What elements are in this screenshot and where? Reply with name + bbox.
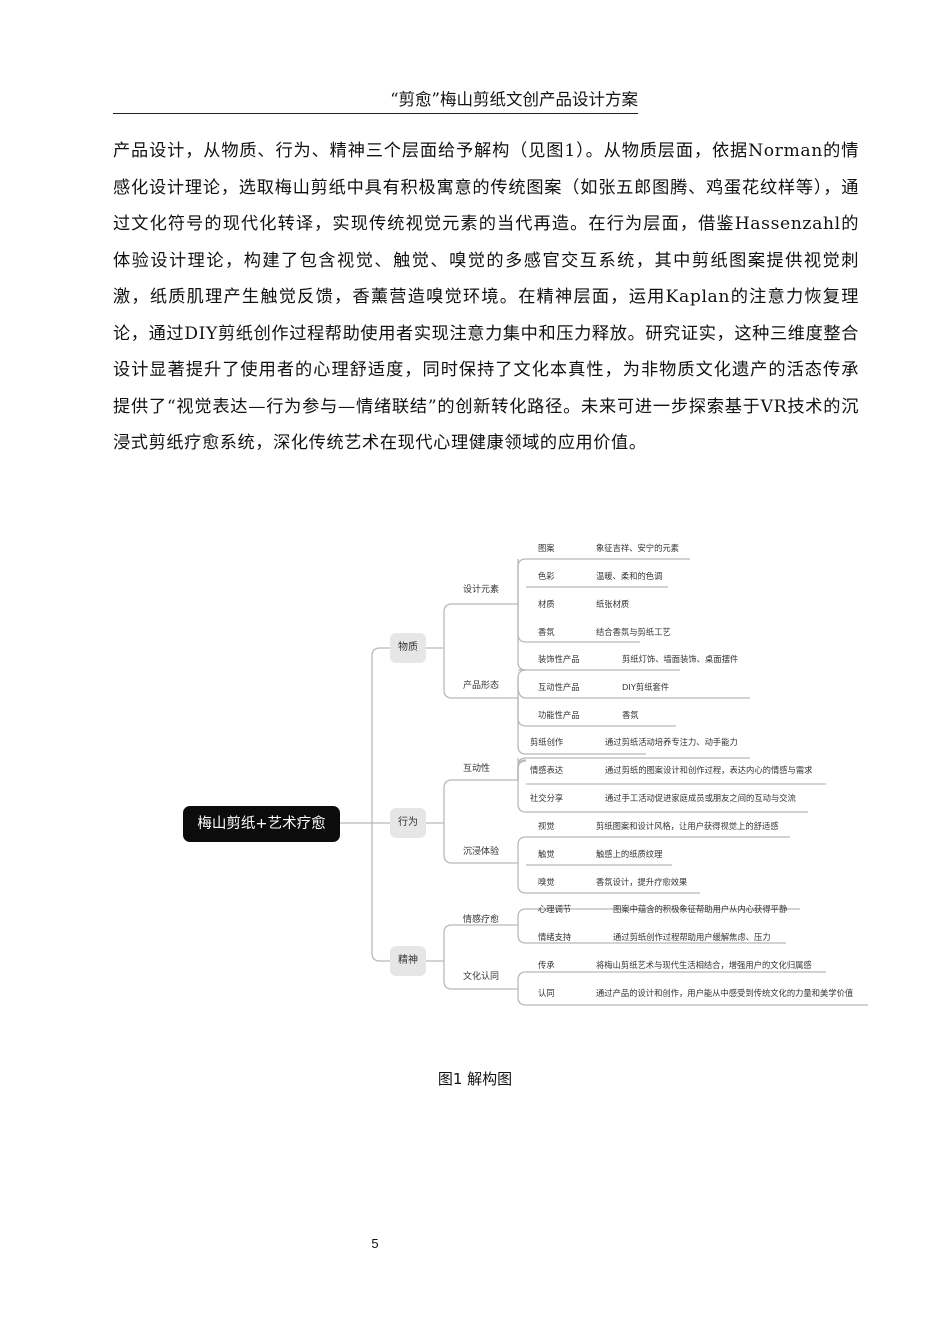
body-paragraph: 产品设计，从物质、行为、精神三个层面给予解构（见图1）。从物质层面，依据Norm…	[113, 141, 859, 453]
item-desc: 象征吉祥、安宁的元素	[596, 543, 679, 553]
item-name: 视觉	[538, 821, 555, 831]
item-desc: 通过剪纸活动培养专注力、动手能力	[605, 737, 738, 747]
item-desc: 通过手工活动促进家庭成员或朋友之间的互动与交流	[605, 793, 796, 803]
item-desc: 结合香氛与剪纸工艺	[596, 627, 671, 637]
body-paragraph-block: 产品设计，从物质、行为、精神三个层面给予解构（见图1）。从物质层面，依据Norm…	[113, 133, 859, 462]
group-immersive-experience: 沉浸体验	[463, 847, 500, 857]
branch-node-bg	[390, 946, 426, 976]
group-emotional-healing: 情感疗愈	[463, 915, 500, 925]
item-desc: 纸张材质	[596, 599, 630, 609]
branch-node-bg	[390, 633, 426, 663]
item-desc: 通过产品的设计和创作，用户能从中感受到传统文化的力量和美学价值	[596, 988, 854, 998]
branch-node-material: 物质	[398, 642, 418, 653]
item-name: 剪纸创作	[530, 737, 564, 747]
item-name: 色彩	[538, 571, 555, 581]
item-name: 嗅觉	[538, 877, 555, 887]
item-desc: DIY剪纸套件	[622, 682, 670, 692]
page-number: 5	[371, 1236, 379, 1251]
item-name: 触觉	[538, 849, 555, 859]
page-header: “剪愈”梅山剪纸文创产品设计方案	[113, 88, 638, 114]
figure-caption: 图1 解构图	[437, 1070, 513, 1088]
item-name: 认同	[538, 988, 555, 998]
item-name: 社交分享	[530, 793, 564, 803]
root-node-bg	[183, 806, 340, 842]
root-node: 梅山剪纸+艺术疗愈	[197, 816, 326, 832]
item-name: 情绪支持	[538, 932, 572, 942]
item-name: 图案	[538, 543, 555, 553]
item-desc: 温暖、柔和的色调	[596, 571, 663, 581]
item-desc: 通过剪纸创作过程帮助用户缓解焦虑、压力	[613, 932, 771, 942]
group-cultural-identity: 文化认同	[463, 972, 500, 982]
group-product-form: 产品形态	[463, 681, 500, 691]
item-name: 材质	[538, 599, 555, 609]
item-desc: 将梅山剪纸艺术与现代生活相结合，增强用户的文化归属感	[596, 960, 812, 970]
item-desc: 剪纸图案和设计风格，让用户获得视觉上的舒适感	[596, 821, 779, 831]
item-name: 互动性产品	[538, 682, 580, 692]
item-desc: 触感上的纸质纹理	[596, 849, 663, 859]
item-desc: 图案中蕴含的积极象征帮助用户从内心获得平静	[613, 904, 788, 914]
item-name: 心理调节	[538, 904, 572, 914]
item-name: 情感表达	[530, 765, 564, 775]
branch-node-spirit: 精神	[398, 955, 418, 966]
item-desc: 香氛	[622, 710, 639, 720]
item-name: 香氛	[538, 627, 555, 637]
group-design-elements: 设计元素	[463, 585, 500, 595]
header-title: “剪愈”梅山剪纸文创产品设计方案	[390, 90, 638, 109]
group-interactivity: 互动性	[463, 764, 491, 774]
item-desc: 剪纸灯饰、墙面装饰、桌面摆件	[622, 654, 739, 664]
item-name: 装饰性产品	[538, 654, 580, 664]
branch-node-bg	[390, 808, 426, 838]
item-desc: 香氛设计，提升疗愈效果	[596, 877, 688, 887]
item-name: 功能性产品	[538, 710, 580, 720]
item-desc: 通过剪纸的图案设计和创作过程，表达内心的情感与需求	[605, 765, 813, 775]
item-name: 传承	[538, 960, 555, 970]
branch-node-behavior: 行为	[398, 817, 418, 828]
deconstruction-mindmap: 梅山剪纸+艺术疗愈 物质 行为 精神 设计元素 产品形态 互动性 沉浸体验 情感…	[0, 530, 950, 1020]
